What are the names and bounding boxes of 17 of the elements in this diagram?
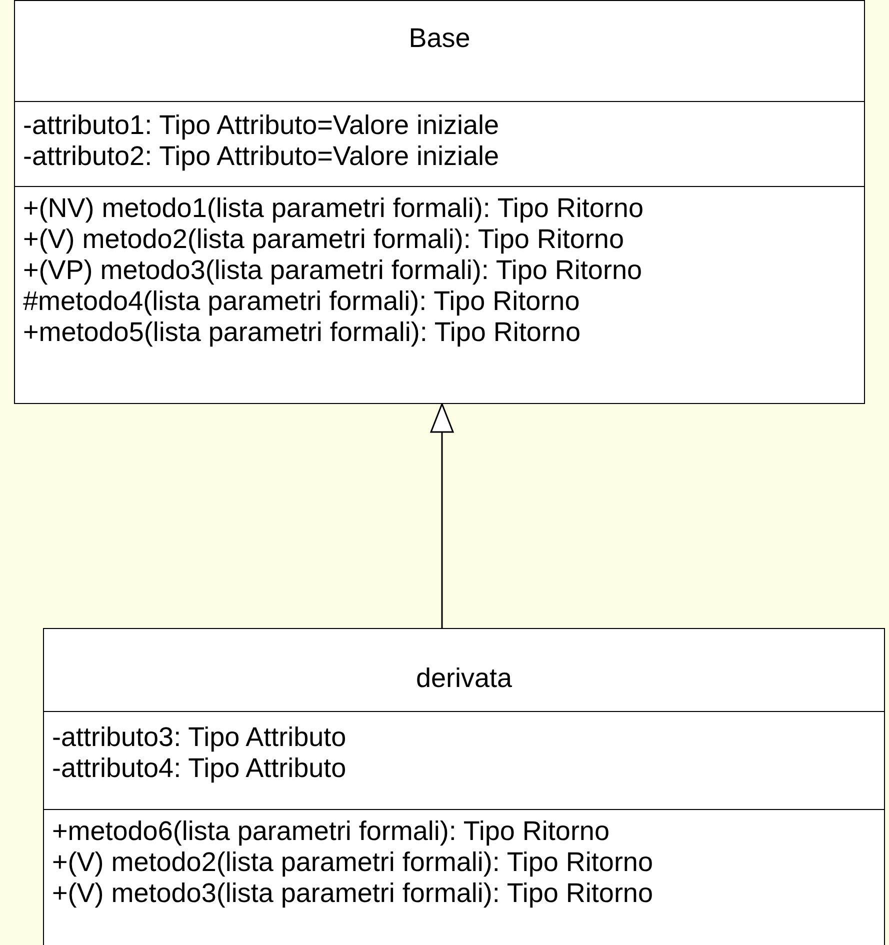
- class-name: derivata: [416, 663, 512, 695]
- class-box: [14, 0, 865, 404]
- attribute-text: -attributo2: Tipo Attributo=Valore iniziale: [23, 141, 500, 172]
- attribute-text: -attributo3: Tipo Attributo: [52, 722, 346, 753]
- method-text: +(V) metodo3(lista parametri formali): Tipo Ritorno: [52, 878, 653, 909]
- attribute-text: -attributo1: Tipo Attributo=Valore iniziale: [23, 110, 500, 141]
- method-text: +(NV) metodo1(lista parametri formali): Tipo Ritorno: [23, 193, 644, 224]
- class-name: Base: [408, 23, 470, 55]
- method-text: +(V) metodo2(lista parametri formali): Tipo Ritorno: [52, 847, 653, 878]
- attribute-text: -attributo4: Tipo Attributo: [52, 753, 346, 784]
- method-text: +metodo5(lista parametri formali): Tipo Ritorno: [23, 317, 580, 348]
- method-text: +(V) metodo2(lista parametri formali): Tipo Ritorno: [23, 224, 624, 255]
- method-text: +(VP) metodo3(lista parametri formali): Tipo Ritorno: [23, 255, 642, 286]
- method-text: #metodo4(lista parametri formali): Tipo Ritorno: [23, 286, 580, 317]
- method-text: +metodo6(lista parametri formali): Tipo Ritorno: [52, 816, 610, 847]
- inheritance-arrow: [430, 403, 454, 628]
- class-box: [43, 628, 885, 945]
